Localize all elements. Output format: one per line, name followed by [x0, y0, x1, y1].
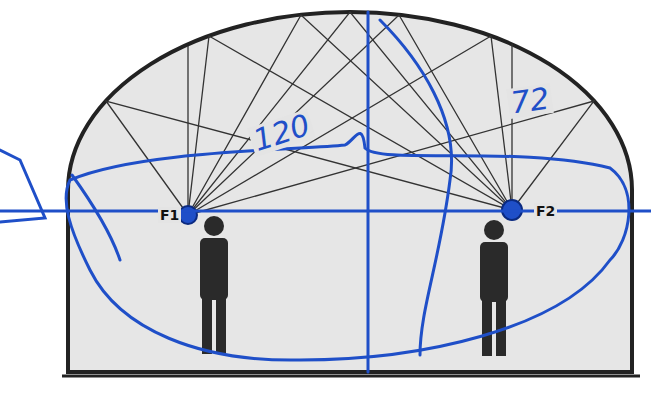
focus-label: F1: [158, 207, 181, 223]
floor-line: [62, 375, 640, 378]
focus-dot: [179, 206, 197, 224]
sound-rays: [106, 12, 594, 215]
focus-label: F2: [534, 203, 557, 219]
annotation-number: 72: [506, 83, 554, 119]
gallery-outline: [68, 12, 632, 372]
people: [200, 216, 508, 356]
hand-annotations: [0, 12, 651, 372]
